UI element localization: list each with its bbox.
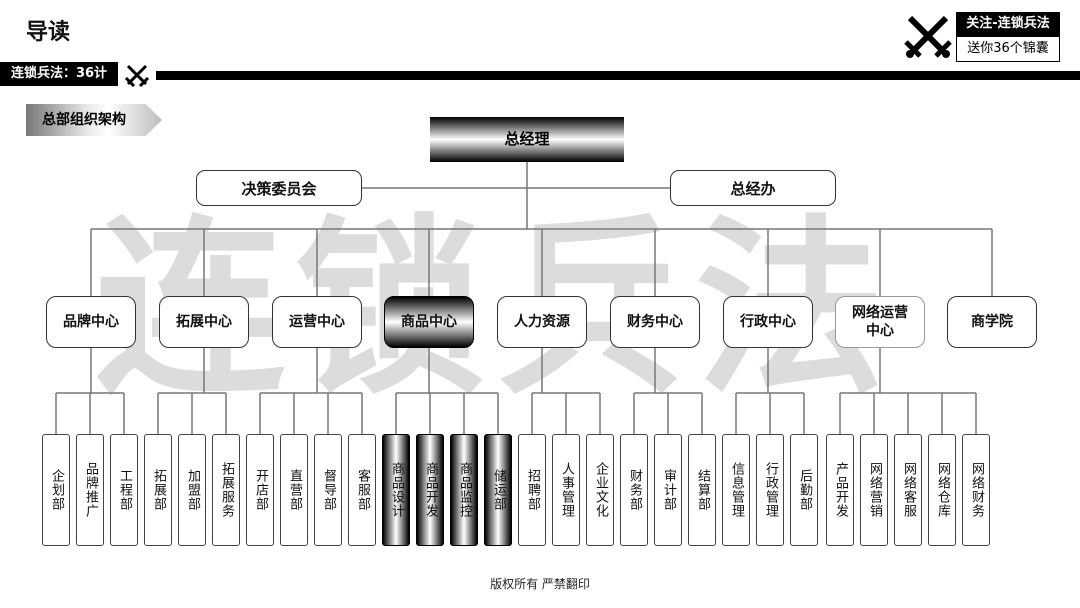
dept-box: 信息管理 bbox=[722, 434, 750, 546]
center-box: 拓展中心 bbox=[159, 296, 249, 348]
dept-box: 财务部 bbox=[620, 434, 648, 546]
follow-badge-subtitle: 送你36个锦囊 bbox=[956, 36, 1060, 62]
page-title: 导读 bbox=[26, 20, 71, 45]
dept-box: 网络营销 bbox=[860, 434, 888, 546]
dept-box: 网络财务 bbox=[962, 434, 990, 546]
dept-box: 网络仓库 bbox=[928, 434, 956, 546]
series-tag: 连锁兵法：36计 bbox=[0, 62, 118, 86]
dept-box: 开店部 bbox=[246, 434, 274, 546]
dept-box: 拓展部 bbox=[144, 434, 172, 546]
header-divider bbox=[156, 71, 1080, 80]
dept-box: 结算部 bbox=[688, 434, 716, 546]
dept-box: 招聘部 bbox=[518, 434, 546, 546]
center-box: 人力资源 bbox=[497, 296, 587, 348]
general-office-box: 总经办 bbox=[670, 170, 836, 206]
dept-box: 企划部 bbox=[42, 434, 70, 546]
center-box: 品牌中心 bbox=[46, 296, 136, 348]
dept-box: 后勤部 bbox=[790, 434, 818, 546]
dept-box: 人事管理 bbox=[552, 434, 580, 546]
dept-box: 企业文化 bbox=[586, 434, 614, 546]
dept-box: 直营部 bbox=[280, 434, 308, 546]
dept-box: 督导部 bbox=[314, 434, 342, 546]
follow-badge-title: 关注-连锁兵法 bbox=[956, 12, 1060, 36]
center-box: 行政中心 bbox=[723, 296, 813, 348]
dept-box: 拓展服务 bbox=[212, 434, 240, 546]
dept-box: 商品监控 bbox=[450, 434, 478, 546]
dept-box: 加盟部 bbox=[178, 434, 206, 546]
dept-box: 商品设计 bbox=[382, 434, 410, 546]
follow-badge: 关注-连锁兵法 送你36个锦囊 bbox=[956, 12, 1060, 62]
dept-box: 品牌推广 bbox=[76, 434, 104, 546]
dept-box: 客服部 bbox=[348, 434, 376, 546]
center-box: 商品中心 bbox=[384, 296, 474, 348]
center-box: 财务中心 bbox=[610, 296, 700, 348]
crossed-swords-icon bbox=[124, 64, 150, 88]
center-box: 商学院 bbox=[947, 296, 1037, 348]
decision-committee-box: 决策委员会 bbox=[196, 170, 362, 206]
copyright-footer: 版权所有 严禁翻印 bbox=[490, 577, 590, 591]
dept-box: 工程部 bbox=[110, 434, 138, 546]
dept-box: 行政管理 bbox=[756, 434, 784, 546]
dept-box: 网络客服 bbox=[894, 434, 922, 546]
crossed-swords-logo-icon bbox=[904, 15, 952, 58]
general-manager-box: 总经理 bbox=[430, 117, 624, 162]
section-label: 总部组织架构 bbox=[26, 104, 162, 136]
dept-box: 储运部 bbox=[484, 434, 512, 546]
dept-box: 产品开发 bbox=[826, 434, 854, 546]
center-box: 网络运营中心 bbox=[835, 296, 925, 348]
dept-box: 商品开发 bbox=[416, 434, 444, 546]
center-box: 运营中心 bbox=[272, 296, 362, 348]
dept-box: 审计部 bbox=[654, 434, 682, 546]
